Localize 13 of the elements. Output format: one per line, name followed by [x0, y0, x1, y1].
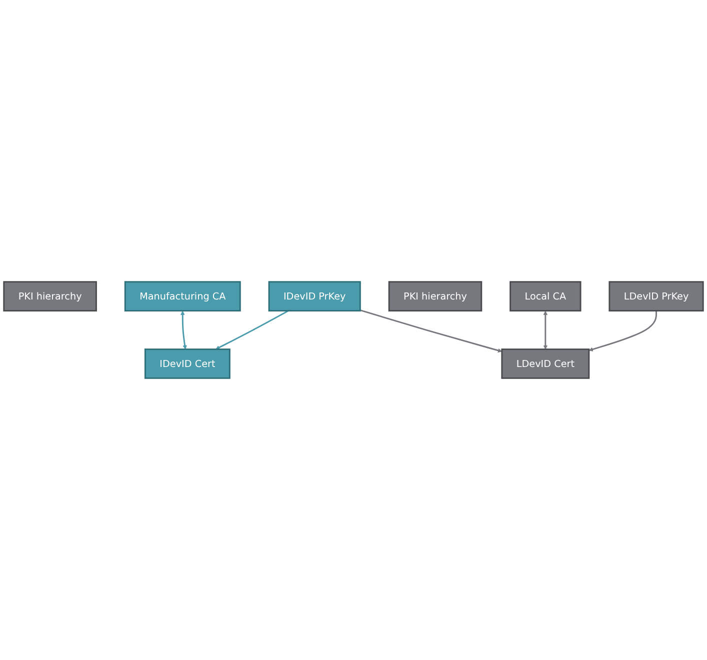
arrow	[216, 310, 289, 350]
node-box: IDevID PrKey	[268, 281, 361, 312]
arrow	[543, 310, 548, 350]
arrow	[360, 309, 502, 352]
node-box: LDevID Cert	[501, 348, 590, 379]
node-box: LDevID PrKey	[608, 281, 704, 312]
node-box: PKI hierarchy	[388, 281, 482, 312]
node-box: PKI hierarchy	[3, 281, 97, 312]
arrow	[588, 310, 657, 352]
node-box: IDevID Cert	[144, 348, 230, 379]
node-box: Manufacturing CA	[124, 281, 241, 312]
arrow	[180, 310, 187, 350]
node-box: Local CA	[510, 281, 582, 312]
